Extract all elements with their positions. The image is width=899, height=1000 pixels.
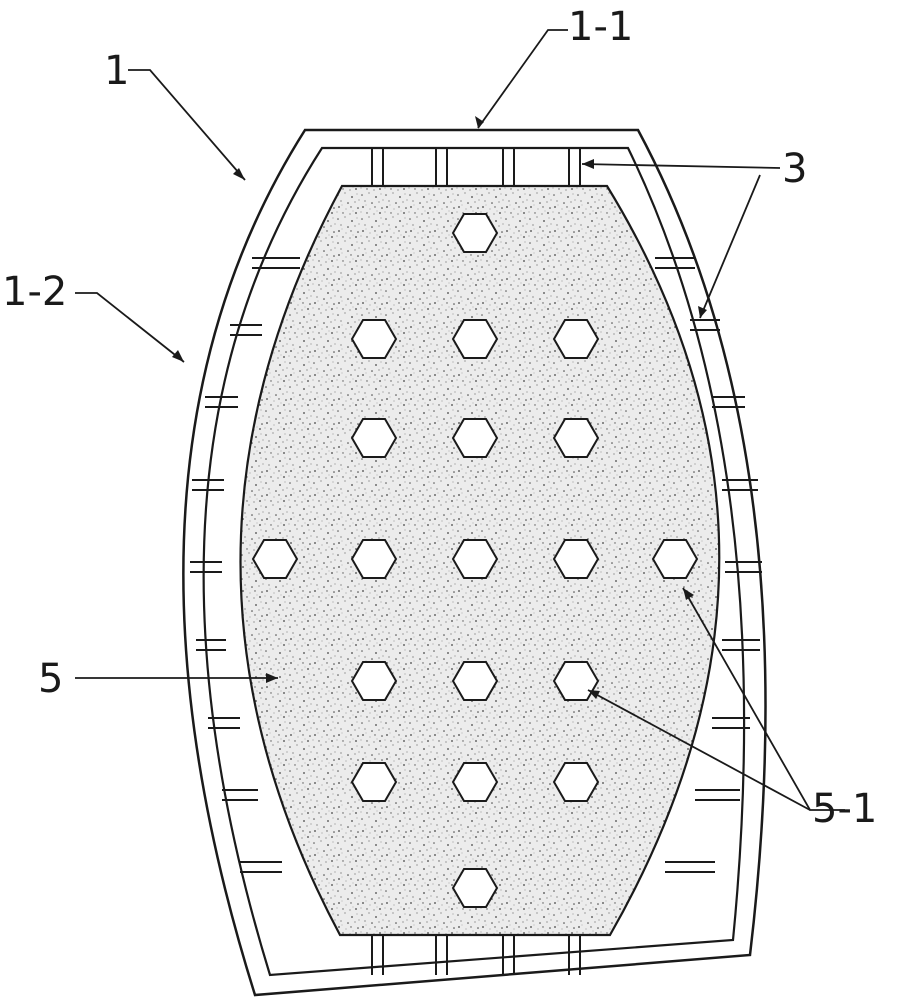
label-body: 1 [104,48,129,94]
hex-hole [554,662,598,700]
label-side-wall: 1-2 [2,269,67,315]
hex-hole [352,419,396,457]
label-top-wall: 1-1 [568,4,633,50]
hex-hole [453,763,497,801]
hex-hole [352,320,396,358]
leader-3-lower [700,175,760,318]
hex-hole [554,320,598,358]
hex-hole [453,869,497,907]
leader-1-2 [75,293,184,362]
hex-hole [453,320,497,358]
hex-hole [352,763,396,801]
hex-hole [453,662,497,700]
leader-1 [128,70,245,180]
label-core: 5 [38,656,63,702]
hex-hole [554,540,598,578]
label-hex-holes: 5-1 [812,786,877,832]
hex-hole [453,419,497,457]
hex-hole [352,540,396,578]
hex-hole [453,540,497,578]
hex-hole [653,540,697,578]
leader-3-top [582,164,780,168]
hex-hole [554,763,598,801]
hex-hole [352,662,396,700]
label-spacers: 3 [782,146,807,192]
leader-1-1 [478,30,568,128]
hex-hole [554,419,598,457]
hex-hole [453,214,497,252]
hex-hole [253,540,297,578]
